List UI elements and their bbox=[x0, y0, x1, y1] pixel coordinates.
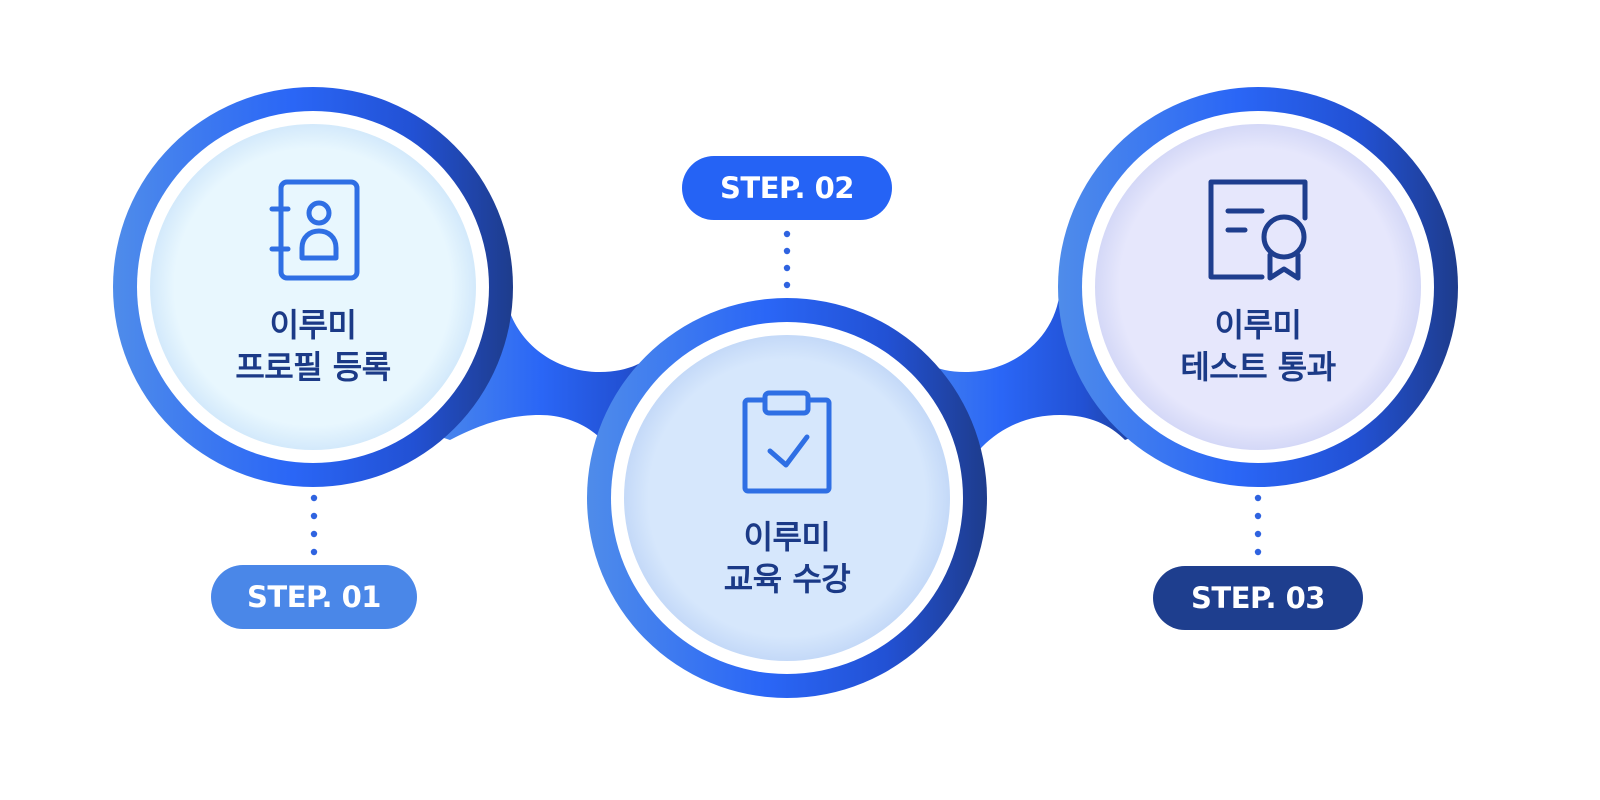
step2-dotted-connector bbox=[783, 230, 791, 289]
step1-title-line2: 프로필 등록 bbox=[235, 348, 391, 386]
step2-badge bbox=[682, 156, 892, 220]
step3-title-line1: 이루미 bbox=[1214, 306, 1302, 344]
step3-title: 이루미 테스트 통과 bbox=[1158, 304, 1358, 388]
step1-dotted-connector bbox=[310, 494, 318, 556]
step2-inner-circle bbox=[624, 335, 950, 661]
profile-book-icon bbox=[269, 179, 360, 281]
step3-badge bbox=[1153, 566, 1363, 630]
clipboard-check-icon bbox=[742, 390, 832, 494]
step1-inner-circle bbox=[150, 124, 476, 450]
step1-title-line1: 이루미 bbox=[269, 306, 357, 344]
step1-title: 이루미 프로필 등록 bbox=[213, 304, 413, 388]
certificate-icon bbox=[1208, 179, 1308, 281]
step3-dotted-connector bbox=[1254, 494, 1262, 556]
step2-title-line2: 교육 수강 bbox=[723, 560, 851, 598]
step1-badge bbox=[211, 565, 417, 629]
step2-title-line1: 이루미 bbox=[743, 518, 831, 556]
step3-inner-circle bbox=[1095, 124, 1421, 450]
step3-title-line2: 테스트 통과 bbox=[1180, 348, 1336, 386]
step2-title: 이루미 교육 수강 bbox=[687, 516, 887, 600]
